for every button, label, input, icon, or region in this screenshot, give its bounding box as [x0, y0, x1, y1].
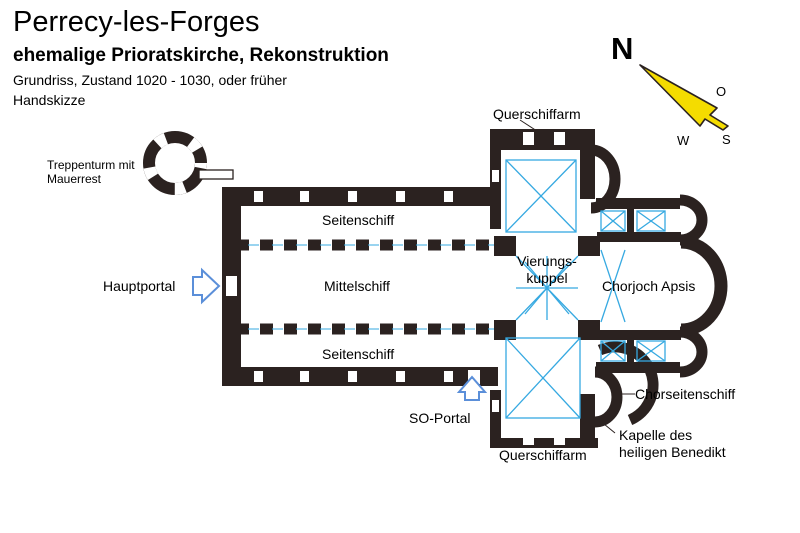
portal-arrows: [192, 267, 488, 401]
label-chorseitenschiff: Chorseitenschiff: [635, 386, 736, 402]
label-kapelle: Kapelle des heiligen Benedikt: [619, 427, 726, 460]
label-seitenschiff-south: Seitenschiff: [322, 346, 395, 362]
label-querschiffarm-south: Querschiffarm: [499, 447, 587, 463]
compass-south: S: [722, 132, 731, 147]
plan-subtitle: ehemalige Prioratskirche, Rekonstruktion: [13, 45, 389, 66]
plan-title: Perrecy-les-Forges: [13, 6, 260, 38]
compass-arrow: [639, 64, 729, 131]
compass-east: O: [716, 84, 727, 99]
plan-description: Grundriss, Zustand 1020 - 1030, oder frü…: [13, 72, 287, 88]
stair-tower: [143, 131, 234, 195]
label-mittelschiff: Mittelschiff: [324, 278, 390, 294]
label-so-portal: SO-Portal: [409, 410, 471, 426]
nave-walls: [222, 187, 498, 386]
transept-walls: [490, 129, 600, 448]
transept-vaults: [505, 159, 581, 419]
label-seitenschiff-north: Seitenschiff: [322, 212, 395, 228]
plan-note: Handskizze: [13, 92, 86, 108]
label-querschiffarm-north: Querschiffarm: [493, 106, 581, 122]
leader-lines: [519, 119, 635, 434]
compass-north: N: [611, 31, 634, 66]
label-hauptportal: Hauptportal: [103, 278, 176, 294]
choir: [596, 194, 728, 378]
label-chorjoch-apsis: Chorjoch Apsis: [602, 278, 696, 294]
nave-piers: [236, 239, 500, 335]
label-treppenturm: Treppenturm mit Mauerrest: [47, 158, 135, 186]
compass-west: W: [677, 133, 690, 148]
label-vierungskuppel: Vierungs- kuppel: [517, 253, 577, 286]
